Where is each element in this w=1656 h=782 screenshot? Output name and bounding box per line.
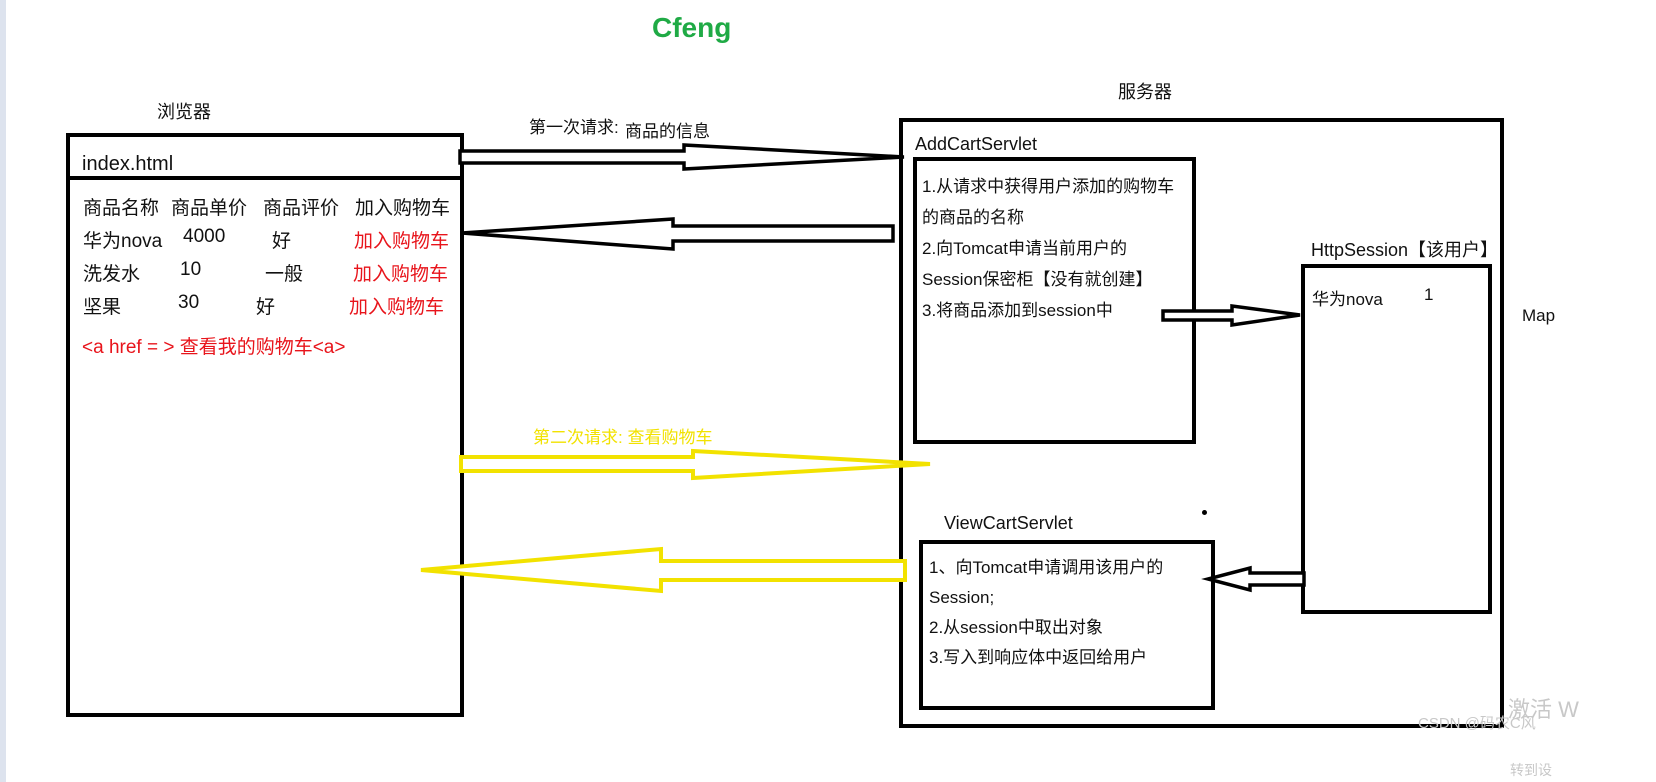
row-2-price: 10 [180,259,202,280]
add-cart-servlet-title: AddCartServlet [915,134,1038,154]
add-step-1-cont: 的商品的名称 [922,208,1024,227]
add-step-3: 3.将商品添加到session中 [922,301,1113,320]
row-1-price: 4000 [183,226,226,247]
add-to-session-arrow [1161,304,1301,328]
row-3-rating: 好 [256,297,276,318]
add-step-2-cont: Session保密柜【没有就创建】 [922,270,1153,289]
browser-page-file: index.html [82,153,174,175]
session-item-qty: 1 [1424,285,1434,304]
add-step-2: 2.向Tomcat申请当前用户的 [922,239,1127,258]
diagram-title: Cfeng [652,12,732,43]
header-product-rating: 商品评价 [263,198,340,219]
view-cart-servlet-box [919,540,1215,710]
row-2-name: 洗发水 [83,264,141,285]
second-request-label: 第二次请求: 查看购物车 [533,428,713,447]
second-request-arrow [459,448,931,481]
add-cart-servlet-steps: 1.从请求中获得用户添加的购物车 的商品的名称 2.向Tomcat申请当前用户的… [922,171,1174,326]
row-1-rating: 好 [272,231,292,252]
first-request-arrow [458,143,905,171]
first-request-label: 第一次请求: [529,118,619,137]
left-edge-strip [0,0,6,782]
add-cart-servlet-box [913,157,1196,444]
http-session-box [1301,264,1492,614]
server-container [899,118,1504,728]
view-step-2: 2.从session中取出对象 [929,618,1103,637]
browser-label: 浏览器 [157,102,211,122]
row-2-add-to-cart-link[interactable]: 加入购物车 [353,264,449,285]
map-label: Map [1522,306,1556,325]
activate-watermark: 激活 W [1508,697,1579,722]
http-session-title: HttpSession【该用户】 [1311,240,1499,260]
settings-watermark: 转到设 [1510,762,1552,778]
first-response-arrow [461,217,895,251]
row-3-price: 30 [178,292,200,313]
header-product-name: 商品名称 [83,198,160,219]
first-request-payload: 商品的信息 [625,122,710,141]
add-step-1: 1.从请求中获得用户添加的购物车 [922,177,1175,196]
second-response-arrow [420,546,907,594]
view-step-1-cont: Session; [929,588,995,607]
csdn-watermark: CSDN @码农C风 [1418,715,1536,732]
row-3-name: 坚果 [83,297,122,318]
row-1-name: 华为nova [83,231,163,252]
row-1-add-to-cart-link[interactable]: 加入购物车 [354,231,450,252]
session-to-view-arrow [1201,565,1306,593]
view-cart-link[interactable]: <a href = > 查看我的购物车<a> [82,337,346,358]
session-item-name: 华为nova [1312,290,1383,309]
browser-header-divider [68,176,462,180]
view-step-3: 3.写入到响应体中返回给用户 [929,648,1148,667]
view-step-1: 1、向Tomcat申请调用该用户的 [929,558,1164,577]
header-product-price: 商品单价 [171,198,248,219]
view-cart-servlet-steps: 1、向Tomcat申请调用该用户的 Session; 2.从session中取出… [929,553,1163,673]
browser-window [66,133,464,717]
view-cart-servlet-title: ViewCartServlet [944,513,1073,533]
server-label: 服务器 [1118,82,1172,102]
row-2-rating: 一般 [265,264,304,285]
header-add-to-cart: 加入购物车 [355,198,451,219]
row-3-add-to-cart-link[interactable]: 加入购物车 [349,297,445,318]
stray-dot [1202,510,1207,515]
